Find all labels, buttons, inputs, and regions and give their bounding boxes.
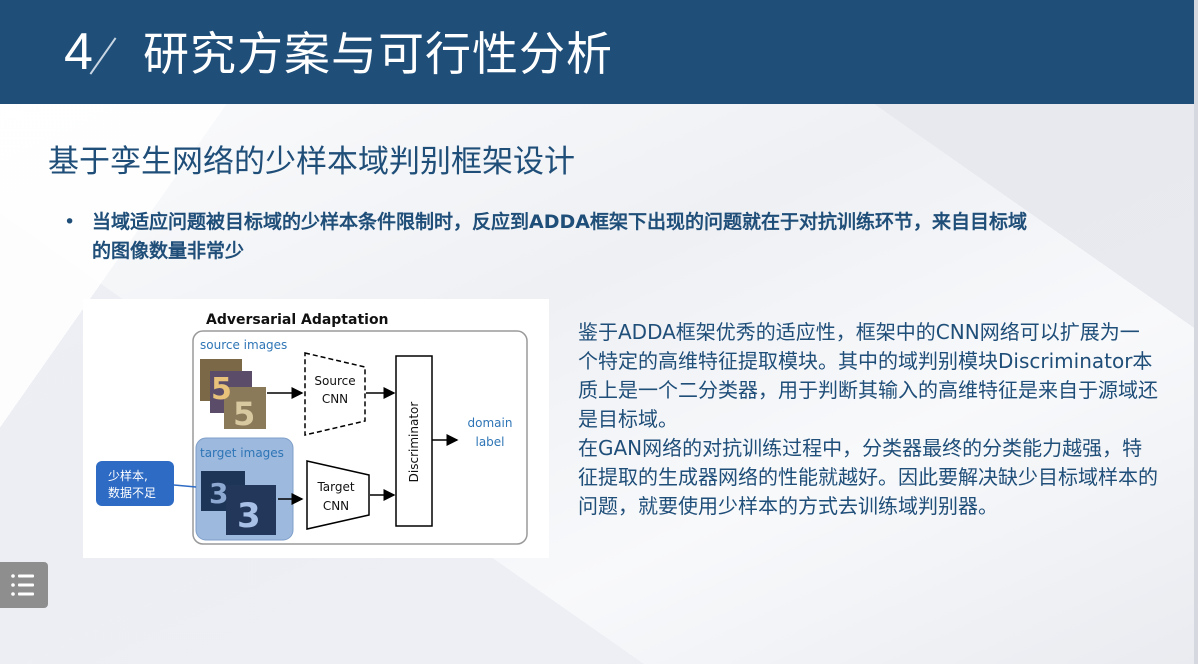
source-image-tile xyxy=(224,387,266,429)
target-digit: 3 xyxy=(209,477,228,510)
target-cnn-label: CNN xyxy=(323,499,349,513)
slide-subtitle: 基于孪生网络的少样本域判别框架设计 xyxy=(48,144,575,180)
section-divider xyxy=(89,37,117,75)
diagram-title: Adversarial Adaptation xyxy=(206,312,389,328)
paragraph: 在GAN网络的对抗训练过程中，分类器最终的分类能力越强，特征提取的生成器网络的性… xyxy=(578,436,1158,518)
section-number: 4 xyxy=(64,23,93,81)
few-shot-note-text: 数据不足 xyxy=(108,485,156,500)
source-digit: 5 xyxy=(211,372,232,407)
target-image-tile xyxy=(226,485,276,535)
target-images-label: target images xyxy=(200,446,284,460)
window-edge xyxy=(1194,0,1198,664)
description-text: 鉴于ADDA框架优秀的适应性，框架中的CNN网络可以扩展为一个特定的高维特征提取… xyxy=(578,318,1158,521)
domain-label-text: label xyxy=(475,435,504,449)
domain-label-text: domain xyxy=(468,416,513,430)
target-cnn xyxy=(306,460,370,530)
bullet-point: • 当域适应问题被目标域的少样本条件限制时，反应到ADDA框架下出现的问题就在于… xyxy=(64,208,1044,266)
adda-diagram-svg: Adversarial Adaptation source images 5 5… xyxy=(96,312,528,545)
source-images-label: source images xyxy=(200,338,287,352)
slide-menu-button[interactable] xyxy=(0,562,48,608)
source-cnn xyxy=(304,352,366,436)
discriminator-box xyxy=(395,355,433,527)
list-icon xyxy=(11,574,34,596)
bullet-symbol: • xyxy=(64,211,76,233)
adda-diagram: Adversarial Adaptation source images 5 5… xyxy=(83,299,549,558)
discriminator-label: Discriminator xyxy=(407,402,421,483)
source-digit: 5 xyxy=(233,395,255,433)
few-shot-connector xyxy=(173,484,197,488)
few-shot-note-text: 少样本, xyxy=(108,468,148,483)
paragraph: 鉴于ADDA框架优秀的适应性，框架中的CNN网络可以扩展为一个特定的高维特征提取… xyxy=(578,320,1158,431)
source-cnn-label: CNN xyxy=(322,392,348,406)
slide-title: 研究方案与可行性分析 xyxy=(143,27,613,81)
bullet-text: 当域适应问题被目标域的少样本条件限制时，反应到ADDA框架下出现的问题就在于对抗… xyxy=(92,211,1027,262)
slide-header: 4 研究方案与可行性分析 xyxy=(0,0,1198,104)
target-cnn-label: Target xyxy=(316,480,354,494)
source-cnn-label: Source xyxy=(314,374,355,388)
few-shot-note xyxy=(96,461,174,506)
target-digit: 3 xyxy=(237,496,261,536)
